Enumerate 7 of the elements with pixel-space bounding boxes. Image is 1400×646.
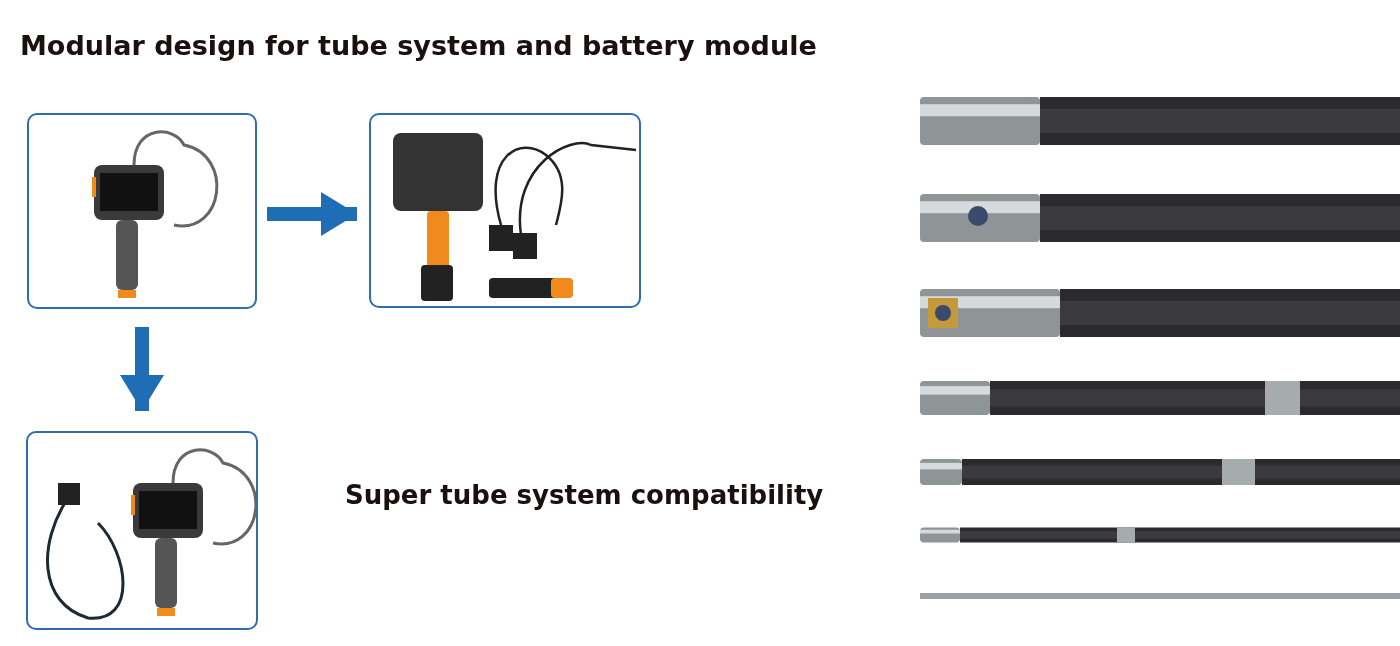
caption: Super tube system compatibility <box>345 480 824 510</box>
arrow <box>267 192 357 236</box>
picture-frame <box>27 113 257 309</box>
arrow <box>120 327 164 411</box>
title: Modular design for tube system and battery module <box>20 30 817 61</box>
picture-frame <box>26 431 258 630</box>
picture-frame <box>369 113 641 308</box>
